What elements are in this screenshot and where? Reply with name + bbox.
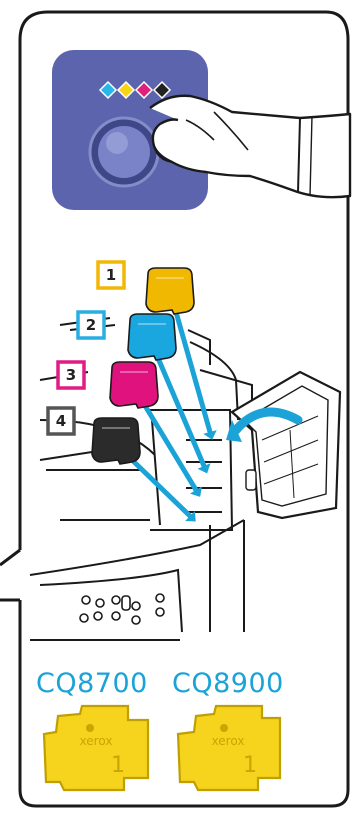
- ink-stick-3: [110, 362, 158, 408]
- stick-number-text: 1: [111, 753, 125, 778]
- ink-stick-4: [92, 418, 140, 464]
- panel-button: [98, 126, 150, 178]
- stick-number-text: 1: [243, 753, 257, 778]
- product-stick-cq8700: xerox 1: [44, 706, 148, 790]
- slot-number-4: 4: [56, 412, 66, 430]
- ink-stick-2: [128, 314, 176, 360]
- stick-brand-text: xerox: [212, 734, 245, 748]
- printer-door: [226, 372, 340, 518]
- product-stick-cq8900: xerox 1: [178, 706, 280, 790]
- ink-stick-1: [146, 268, 194, 314]
- xerox-logo-icon: [220, 724, 228, 732]
- stick-brand-text: xerox: [80, 734, 113, 748]
- model-label-cq8700: CQ8700: [36, 668, 148, 699]
- insert-arrow-2: [158, 358, 204, 466]
- ink-sticks: 1 2 3 4: [48, 262, 194, 464]
- panel-button-highlight: [106, 132, 128, 154]
- slot-number-3: 3: [66, 366, 76, 384]
- ink-stick-shape: [44, 706, 148, 790]
- xerox-logo-icon: [86, 724, 94, 732]
- model-label-cq8900: CQ8900: [172, 668, 284, 699]
- ink-stick-shape: [178, 706, 280, 790]
- frame-notch: [0, 550, 20, 600]
- printer-control-buttons: [80, 594, 164, 624]
- slot-number-2: 2: [86, 316, 96, 334]
- slot-number-1: 1: [106, 266, 116, 284]
